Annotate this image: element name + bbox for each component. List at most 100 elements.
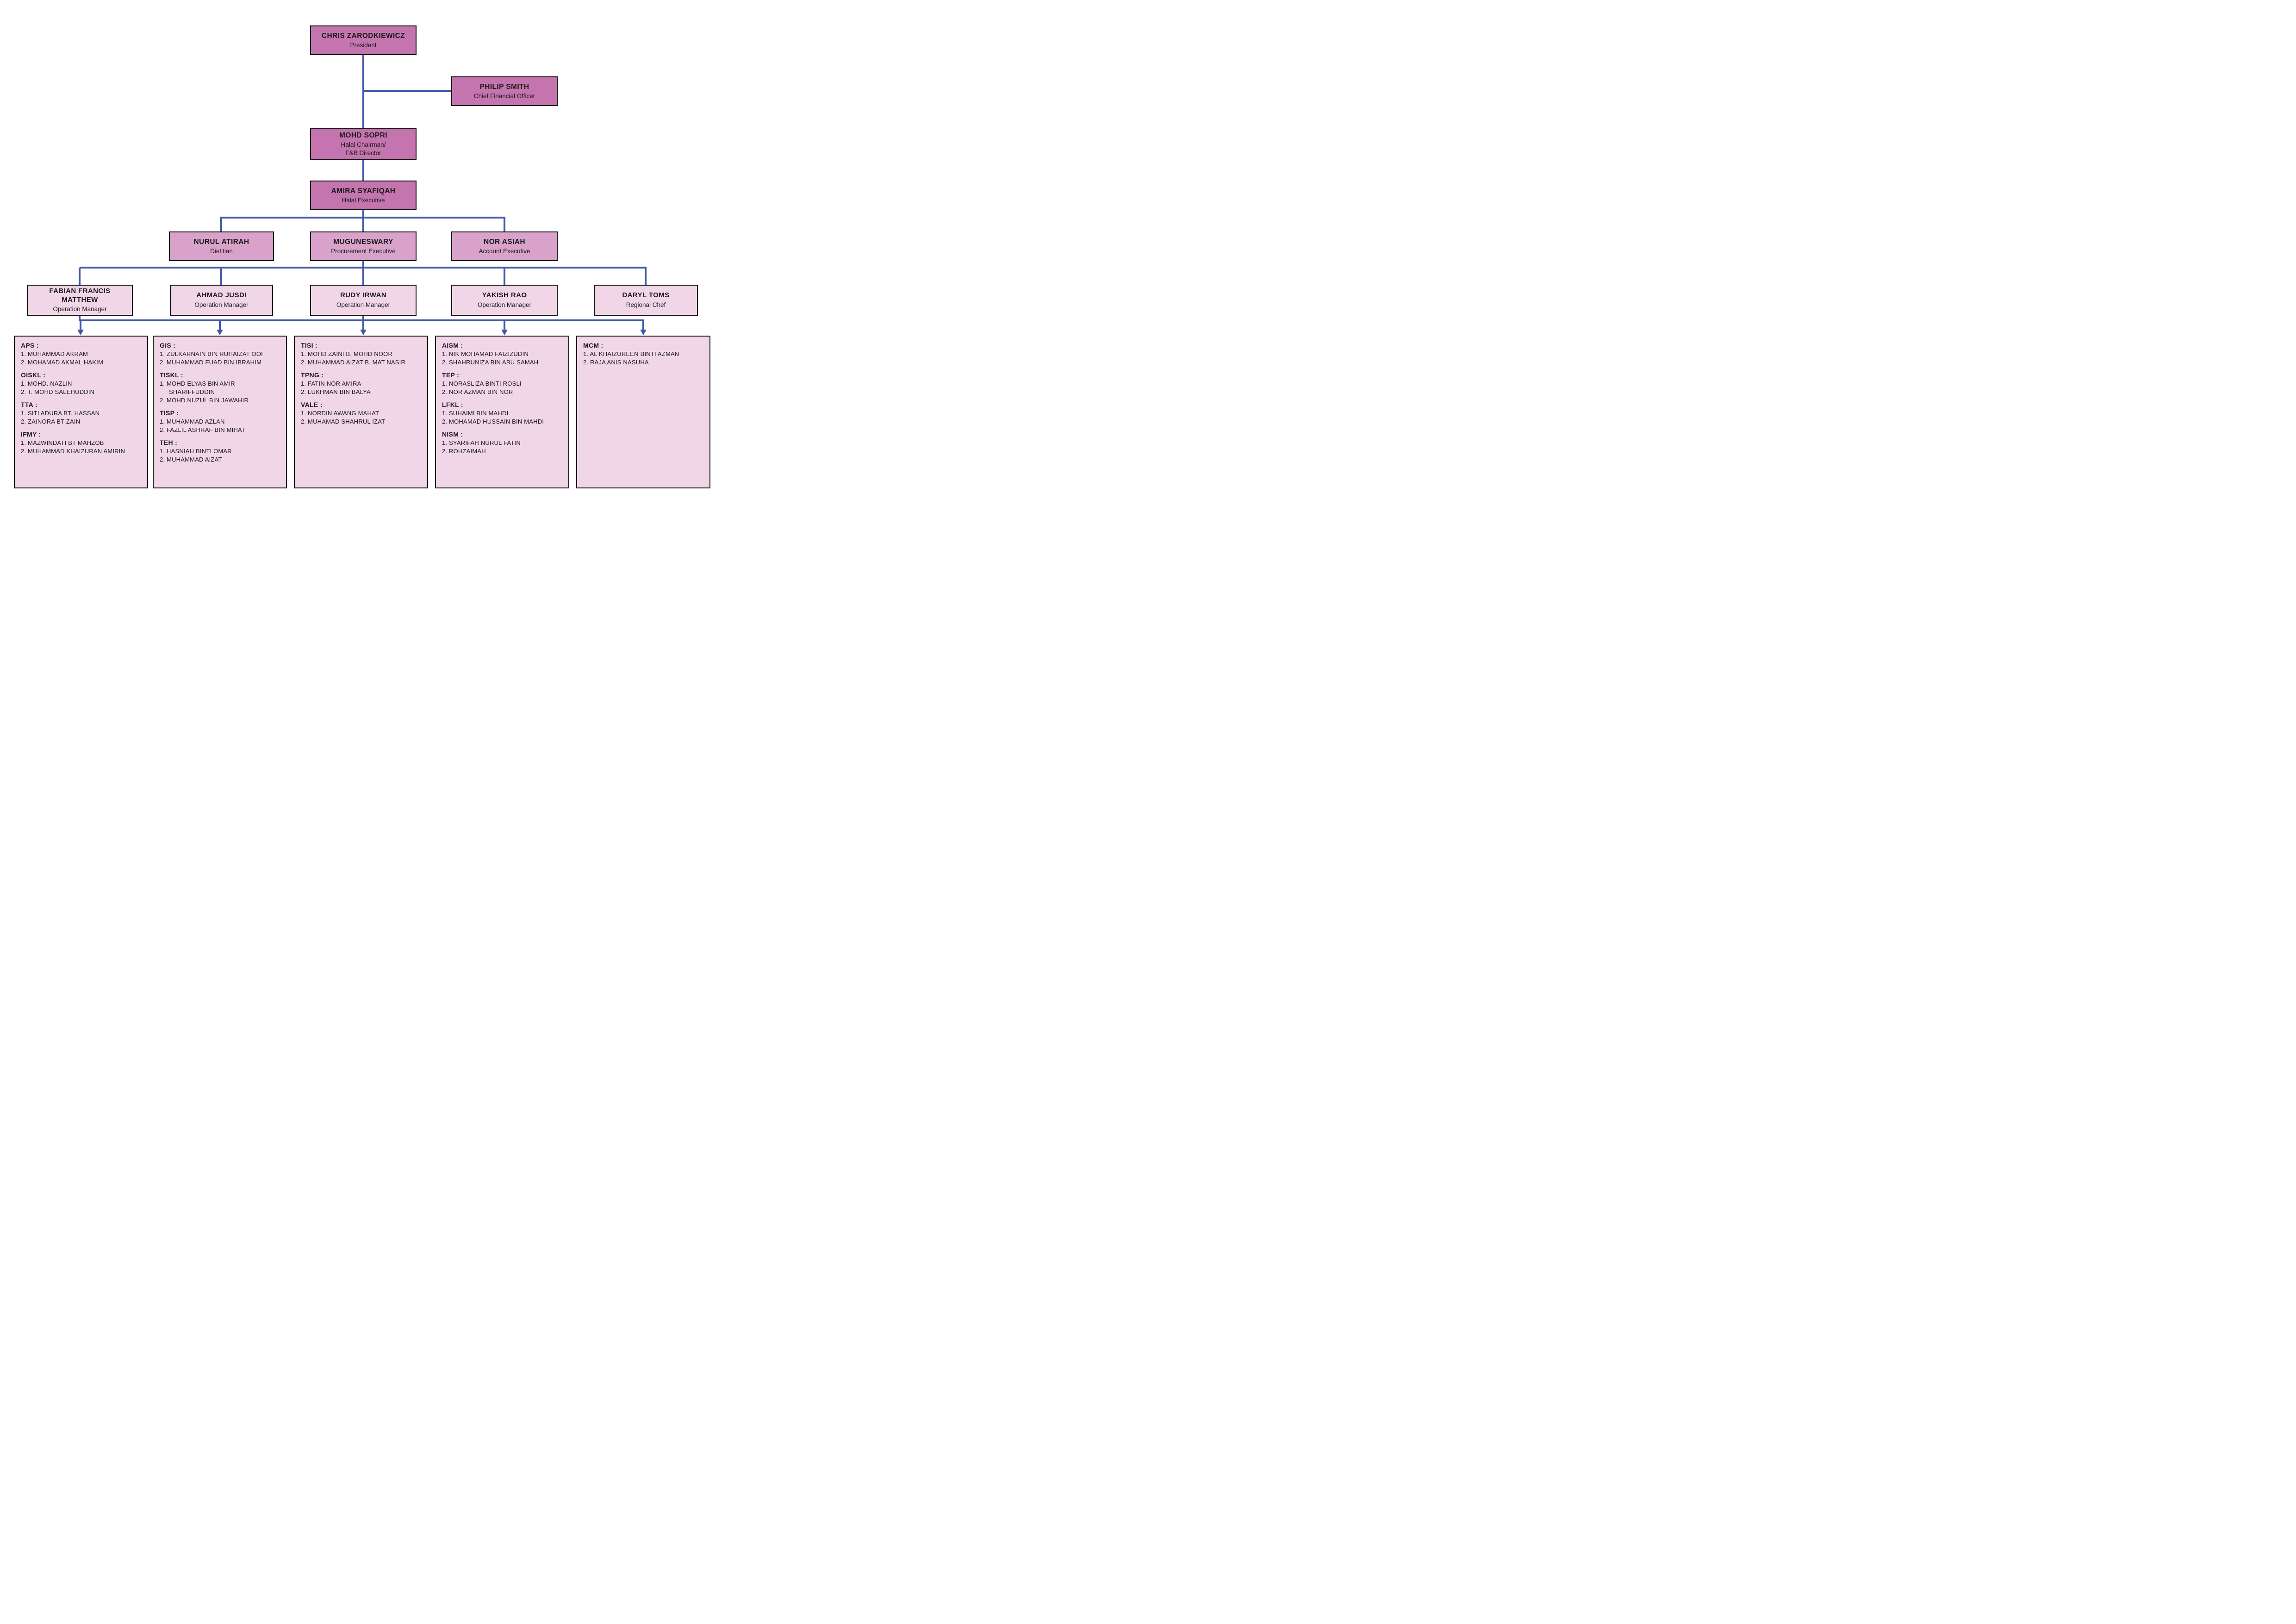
org-chart-canvas: CHRIS ZARODKIEWICZ President PHILIP SMIT… bbox=[0, 0, 716, 506]
team-box-3: TISI : 1. MOHD ZAINI B. MOHD NOOR 2. MUH… bbox=[294, 336, 428, 488]
team-member: 2. ZAINORA BT ZAIN bbox=[21, 418, 81, 425]
team-member: 2. ROHZAIMAH bbox=[442, 448, 486, 455]
team-group-label: TEH : bbox=[160, 439, 178, 446]
org-node-account-executive: NOR ASIAH Account Executive bbox=[451, 231, 558, 261]
node-name: MUGUNESWARY bbox=[333, 237, 393, 246]
node-name: YAKISH RAO bbox=[482, 291, 527, 300]
team-box-4: AISM : 1. NIK MOHAMAD FAIZIZUDIN 2. SHAH… bbox=[435, 336, 569, 488]
team-member: 1. SUHAIMI BIN MAHDI bbox=[442, 410, 509, 417]
connector-drop-procurement bbox=[362, 218, 364, 231]
team-member: 1. MOHD ELYAS BIN AMIR SHARIFFUDDIN bbox=[160, 380, 235, 395]
team-member: 2. MOHAMAD AKMAL HAKIM bbox=[21, 359, 104, 366]
org-node-manager-2: AHMAD JUSDI Operation Manager bbox=[170, 285, 273, 316]
arrow-down-icon bbox=[501, 330, 508, 335]
team-member: 1. SITI ADURA BT. HASSAN bbox=[21, 410, 100, 417]
team-member: 1. FATIN NOR AMIRA bbox=[301, 380, 361, 387]
arrow-down-icon bbox=[360, 330, 367, 335]
org-node-dietitian: NURUL ATIRAH Dietitian bbox=[169, 231, 274, 261]
node-title: Operation Manager bbox=[53, 306, 107, 313]
team-group-label: LFKL : bbox=[442, 401, 463, 408]
node-title: Account Executive bbox=[479, 247, 530, 255]
connector-manager1-down bbox=[79, 316, 81, 321]
connector-teams-bus bbox=[80, 319, 644, 321]
team-box-1: APS : 1. MUHAMMAD AKRAM 2. MOHAMAD AKMAL… bbox=[14, 336, 148, 488]
connector-arrow-shaft-team-3 bbox=[362, 321, 364, 331]
org-node-manager-3: RUDY IRWAN Operation Manager bbox=[310, 285, 417, 316]
arrow-down-icon bbox=[640, 330, 647, 335]
team-group: NISM : 1. SYARIFAH NURUL FATIN 2. ROHZAI… bbox=[442, 430, 562, 456]
node-title: Chief Financial Officer bbox=[473, 92, 535, 100]
team-group: IFMY : 1. MAZWINDATI BT MAHZOB 2. MUHAMM… bbox=[21, 430, 141, 456]
team-member: 2. FAZLIL ASHRAF BIN MIHAT bbox=[160, 426, 246, 433]
team-group-label: IFMY : bbox=[21, 431, 41, 438]
team-group: TTA : 1. SITI ADURA BT. HASSAN 2. ZAINOR… bbox=[21, 400, 141, 426]
connector-drop-manager-4 bbox=[504, 268, 505, 285]
arrow-down-icon bbox=[217, 330, 223, 335]
node-title: Operation Manager bbox=[336, 301, 391, 309]
team-group: AISM : 1. NIK MOHAMAD FAIZIZUDIN 2. SHAH… bbox=[442, 341, 562, 367]
team-group: TPNG : 1. FATIN NOR AMIRA 2. LUKHMAN BIN… bbox=[301, 371, 421, 396]
team-member: 1. MAZWINDATI BT MAHZOB bbox=[21, 439, 104, 446]
connector-arrow-shaft-team-1 bbox=[80, 321, 81, 331]
team-group-label: AISM : bbox=[442, 342, 463, 349]
node-title: Halal Chairman/ F&B Director bbox=[341, 141, 386, 156]
team-member: 2. MUHAMMAD AIZAT B. MAT NASIR bbox=[301, 359, 406, 366]
team-group-label: TTA : bbox=[21, 401, 37, 408]
team-box-5: MCM : 1. AL KHAIZUREEN BINTI AZMAN 2. RA… bbox=[576, 336, 710, 488]
org-node-president: CHRIS ZARODKIEWICZ President bbox=[310, 25, 417, 55]
connector-drop-manager-2 bbox=[220, 268, 222, 285]
node-title: Dietitian bbox=[210, 247, 233, 255]
team-group: TEP : 1. NORASLIZA BINTI ROSLI 2. NOR AZ… bbox=[442, 371, 562, 396]
connector-cfo-branch bbox=[363, 90, 452, 92]
connector-drop-manager-1 bbox=[79, 268, 81, 285]
team-group: GIS : 1. ZULKARNAIN BIN RUHAIZAT OOI 2. … bbox=[160, 341, 280, 367]
node-name: NURUL ATIRAH bbox=[193, 237, 249, 246]
team-group: TISKL : 1. MOHD ELYAS BIN AMIR SHARIFFUD… bbox=[160, 371, 280, 405]
team-member: 2. NOR AZMAN BIN NOR bbox=[442, 388, 513, 395]
team-member: 1. ZULKARNAIN BIN RUHAIZAT OOI bbox=[160, 350, 263, 357]
team-member: 2. RAJA ANIS NASUHA bbox=[583, 359, 649, 366]
team-group: APS : 1. MUHAMMAD AKRAM 2. MOHAMAD AKMAL… bbox=[21, 341, 141, 367]
node-name: AMIRA SYAFIQAH bbox=[331, 187, 396, 195]
team-member: 1. MOHD. NAZLIN bbox=[21, 380, 72, 387]
team-member: 2. MOHAMAD HUSSAIN BIN MAHDI bbox=[442, 418, 544, 425]
node-title: Halal Executive bbox=[342, 196, 385, 204]
team-group-label: TEP : bbox=[442, 371, 460, 379]
node-title: Procurement Executive bbox=[331, 247, 396, 255]
connector-drop-manager-3 bbox=[362, 268, 364, 285]
team-group-label: TISKL : bbox=[160, 371, 183, 379]
team-member: 1. MOHD ZAINI B. MOHD NOOR bbox=[301, 350, 393, 357]
team-group-label: TISI : bbox=[301, 342, 318, 349]
node-title: Operation Manager bbox=[477, 301, 532, 309]
team-member: 2. MOHD NUZUL BIN JAWAHIR bbox=[160, 397, 249, 404]
team-group: LFKL : 1. SUHAIMI BIN MAHDI 2. MOHAMAD H… bbox=[442, 400, 562, 426]
team-member: 2. MUHAMMAD FUAD BIN IBRAHIM bbox=[160, 359, 262, 366]
org-node-cfo: PHILIP SMITH Chief Financial Officer bbox=[451, 76, 558, 106]
org-node-regional-chef: DARYL TOMS Regional Chef bbox=[594, 285, 698, 316]
team-member: 2. MUHAMMAD AIZAT bbox=[160, 456, 222, 463]
connector-arrow-shaft-team-2 bbox=[219, 321, 221, 331]
node-name: NOR ASIAH bbox=[483, 237, 525, 246]
connector-fnb-to-halal bbox=[362, 160, 364, 181]
team-group-label: VALE : bbox=[301, 401, 323, 408]
team-group: VALE : 1. NORDIN AWANG MAHAT 2. MUHAMAD … bbox=[301, 400, 421, 426]
team-member: 1. SYARIFAH NURUL FATIN bbox=[442, 439, 521, 446]
team-group-label: MCM : bbox=[583, 342, 604, 349]
org-node-manager-1: FABIAN FRANCIS MATTHEW Operation Manager bbox=[27, 285, 133, 316]
team-group-label: OISKL : bbox=[21, 371, 46, 379]
team-group: OISKL : 1. MOHD. NAZLIN 2. T. MOHD SALEH… bbox=[21, 371, 141, 396]
team-member: 1. NORDIN AWANG MAHAT bbox=[301, 410, 380, 417]
team-member: 1. MUHAMMAD AKRAM bbox=[21, 350, 88, 357]
team-group: TISI : 1. MOHD ZAINI B. MOHD NOOR 2. MUH… bbox=[301, 341, 421, 367]
team-group: TISP : 1. MUHAMMAD AZLAN 2. FAZLIL ASHRA… bbox=[160, 409, 280, 434]
team-member: 2. MUHAMAD SHAHRUL IZAT bbox=[301, 418, 386, 425]
team-member: 1. HASNIAH BINTI OMAR bbox=[160, 448, 232, 455]
node-title: Regional Chef bbox=[626, 301, 666, 309]
team-box-2: GIS : 1. ZULKARNAIN BIN RUHAIZAT OOI 2. … bbox=[153, 336, 287, 488]
org-node-halal-executive: AMIRA SYAFIQAH Halal Executive bbox=[310, 181, 417, 210]
team-group: TEH : 1. HASNIAH BINTI OMAR 2. MUHAMMAD … bbox=[160, 438, 280, 464]
node-name: DARYL TOMS bbox=[622, 291, 670, 300]
team-group-label: NISM : bbox=[442, 431, 463, 438]
team-member: 2. LUKHMAN BIN BALYA bbox=[301, 388, 371, 395]
arrow-down-icon bbox=[77, 330, 84, 335]
